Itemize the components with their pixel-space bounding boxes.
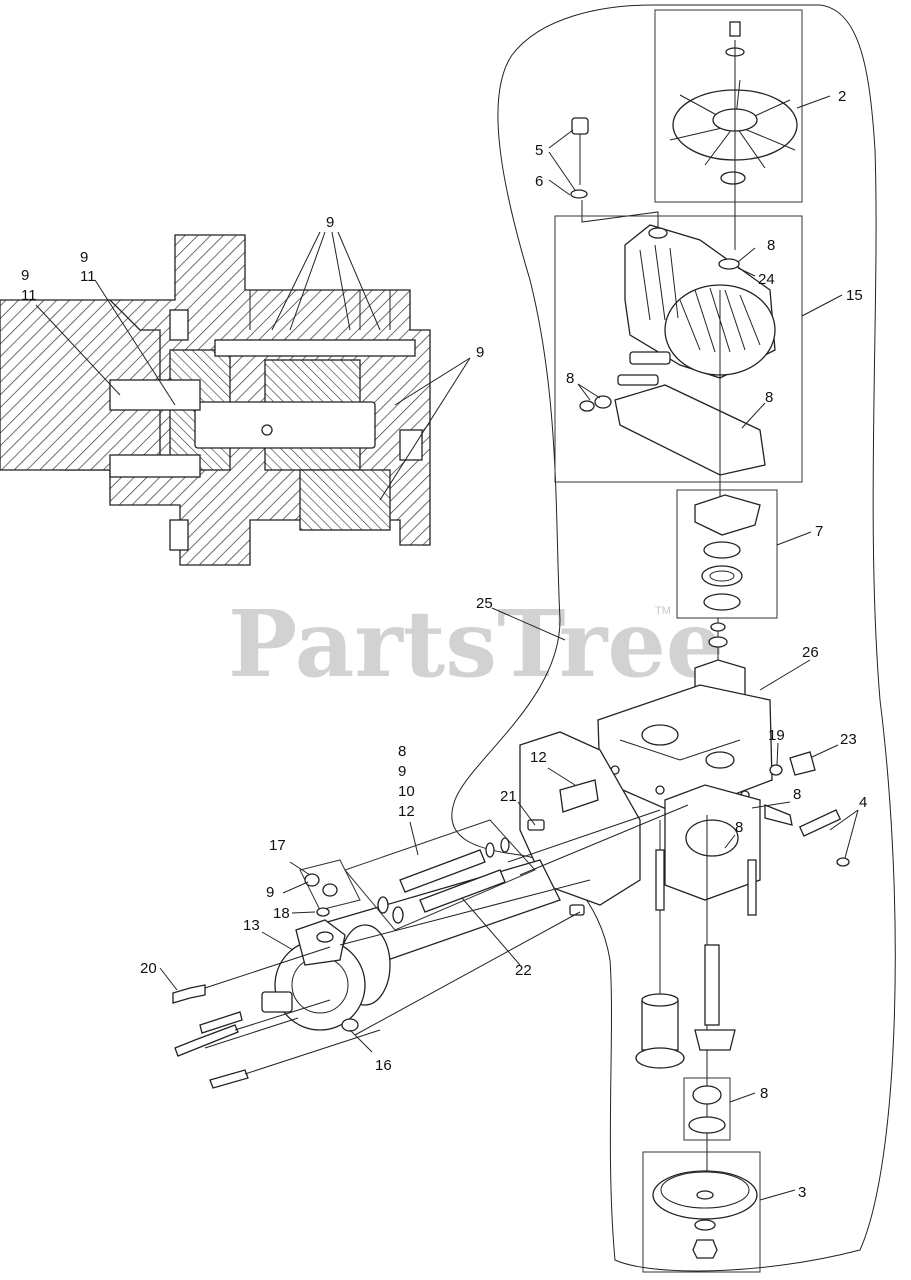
callout-8-bearing: 8 [760,1085,768,1102]
pulley-box [642,1151,761,1273]
callout-23: 23 [840,731,857,748]
thrust-bearing [694,494,761,611]
transaxle-outline [451,4,896,1272]
callout-6: 6 [535,173,543,190]
callout-17: 17 [269,837,286,854]
callout-section-9a: 9 [80,249,88,266]
callout-22: 22 [515,962,532,979]
center-section [597,622,773,901]
callout-13: 13 [243,917,260,934]
callout-3: 3 [798,1184,806,1201]
upper-housing [579,224,776,476]
callout-8-mid: 8 [735,819,743,836]
bolts [172,984,249,1089]
callout-7: 7 [815,523,823,540]
cooling-fan [669,21,798,250]
callout-20: 20 [140,960,157,977]
pulley [652,1170,758,1259]
callout-labels: 2 5 6 8 24 15 8 8 7 25 26 19 23 12 8 21 … [21,88,867,1201]
callout-16: 16 [375,1057,392,1074]
callout-8-gasket: 8 [765,389,773,406]
callout-section-11b: 11 [21,287,37,304]
kit-box-17 [299,859,361,917]
callout-section-9-right: 9 [476,344,484,361]
housing-box [554,215,803,483]
motor-assembly [261,731,641,1032]
callout-19: 19 [768,727,785,744]
callout-15: 15 [846,287,863,304]
callout-18: 18 [273,905,290,922]
callout-section-11a: 11 [80,268,96,285]
callout-21: 21 [500,788,517,805]
callout-stack-12: 12 [398,803,415,820]
callout-24: 24 [758,271,775,288]
filter [635,993,685,1069]
watermark-text: PartsTree [228,590,724,698]
callout-12-top: 12 [530,749,547,766]
lower-bearing-box [683,1077,731,1141]
callout-stack-10: 10 [398,783,415,800]
right-fittings [764,751,850,867]
callout-8-right: 8 [793,786,801,803]
output-shaft [694,944,736,1051]
callout-9-small: 9 [266,884,274,901]
callout-2: 2 [838,88,846,105]
callout-8-left: 8 [566,370,574,387]
callout-stack-9: 9 [398,763,406,780]
watermark-trademark: TM [655,605,671,617]
callout-section-9b: 9 [21,267,29,284]
section-view [0,234,431,566]
callout-26: 26 [802,644,819,661]
callout-section-9-top: 9 [326,214,334,231]
callout-4: 4 [859,794,867,811]
callout-5: 5 [535,142,543,159]
callout-stack-8: 8 [398,743,406,760]
bearing-box [676,489,778,619]
callout-8-fan: 8 [767,237,775,254]
callout-25: 25 [476,595,493,612]
kit-box-seals [344,819,536,931]
dipstick [570,117,589,199]
